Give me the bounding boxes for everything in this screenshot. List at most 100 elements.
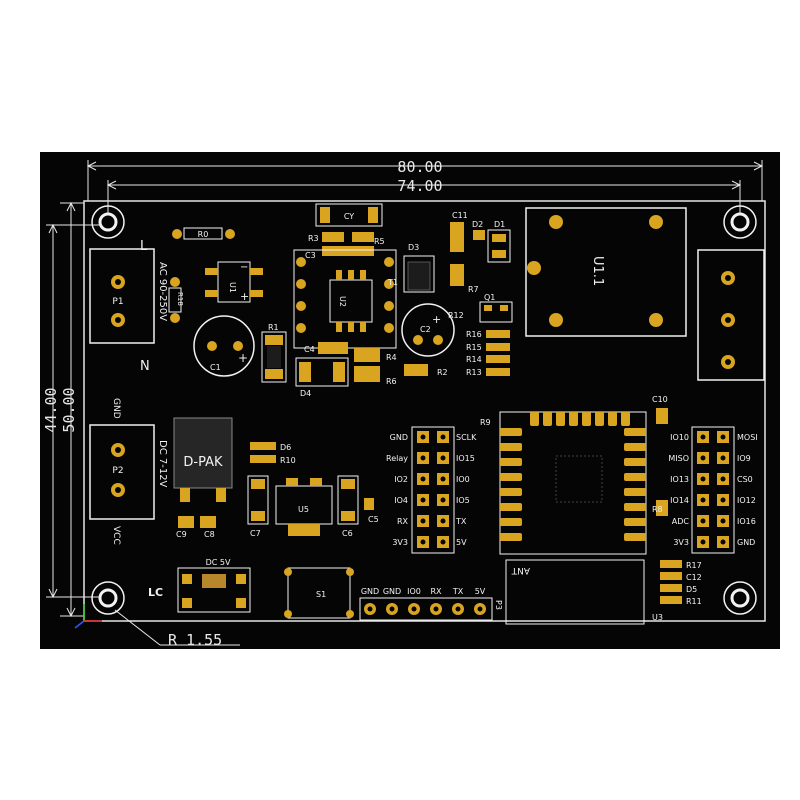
svg-text:+: + <box>432 313 441 326</box>
svg-text:R17: R17 <box>686 561 702 570</box>
svg-text:R16: R16 <box>466 330 482 339</box>
svg-text:R6: R6 <box>386 377 397 386</box>
svg-text:R13: R13 <box>466 368 482 377</box>
uart-pin-label: GND <box>361 587 379 596</box>
svg-text:+: + <box>238 351 248 365</box>
svg-text:R5: R5 <box>374 237 385 246</box>
header-left-pad-hole <box>420 539 426 545</box>
resistor-r10: R10 <box>250 455 296 465</box>
svg-text:R4: R4 <box>386 353 397 362</box>
header-right-pad-hole <box>700 497 706 503</box>
uart-pad-hole <box>389 606 395 612</box>
svg-text:R12: R12 <box>448 311 464 320</box>
label-dc-input: DC 7-12V <box>157 440 168 488</box>
module-pad <box>500 533 522 541</box>
spi-right-pin-label: CS0 <box>737 475 753 484</box>
dimension-lines <box>46 160 764 646</box>
label-lc: LC <box>148 586 163 599</box>
inductor-dc5v: DC 5V <box>177 558 251 613</box>
header-left-pad-hole <box>440 476 446 482</box>
capacitor-c10: C10 <box>652 395 668 424</box>
svg-text:D6: D6 <box>280 443 291 452</box>
module-pad <box>500 458 522 466</box>
svg-text:Q1: Q1 <box>484 293 495 302</box>
header-right-pad-hole <box>700 476 706 482</box>
module-pad <box>530 412 539 426</box>
wifi-module-footprint <box>499 411 647 555</box>
label-r9: R9 <box>480 418 491 427</box>
module-pad <box>624 488 646 496</box>
header-left-pad-hole <box>420 497 426 503</box>
resistor-r12: R12 <box>448 311 464 320</box>
module-pad <box>624 473 646 481</box>
label-vcc: VCC <box>111 526 121 545</box>
svg-text:R15: R15 <box>466 343 482 352</box>
uart-pin-label: IO0 <box>407 587 421 596</box>
resistor-r14: R14 <box>466 355 510 364</box>
header-mid-pin-label: SCLK <box>456 433 477 442</box>
label-n: N <box>140 359 150 374</box>
header-left-pad-hole <box>440 497 446 503</box>
resistor-r13: R13 <box>466 368 510 377</box>
diode-d5: D5 <box>660 584 697 594</box>
capacitor-cy: CY <box>315 203 383 227</box>
resistor-r4: R4 <box>354 348 397 362</box>
resistor-r18: R18 <box>168 277 184 323</box>
header-left-pad-hole <box>440 455 446 461</box>
capacitor-c12: C12 <box>660 572 702 582</box>
module-pad <box>624 503 646 511</box>
uart-pad-hole <box>477 606 483 612</box>
dimension-radius: R 1.55 <box>168 631 222 649</box>
resistor-r2: R2 <box>404 364 448 377</box>
spi-right-pin-label: IO12 <box>737 496 756 505</box>
module-pad <box>624 533 646 541</box>
header-left-pin-label: GND <box>390 433 408 442</box>
uart-pin-label: GND <box>383 587 401 596</box>
module-pad <box>608 412 617 426</box>
svg-text:R2: R2 <box>437 368 448 377</box>
module-pad <box>624 428 646 436</box>
svg-text:R1: R1 <box>268 323 279 332</box>
label-p2: P2 <box>112 466 123 476</box>
module-pad <box>624 518 646 526</box>
regulator-u5: U5 <box>275 478 333 536</box>
dimension-height-outer: 50.00 <box>60 387 78 432</box>
svg-text:U3: U3 <box>652 613 663 622</box>
uart-pad-hole <box>367 606 373 612</box>
module-pad <box>624 443 646 451</box>
spi-left-pin-label: IO14 <box>670 496 689 505</box>
resistor-r7: R7 <box>450 264 479 294</box>
svg-text:DC 5V: DC 5V <box>206 558 231 567</box>
module-pad <box>500 428 522 436</box>
svg-text:U2: U2 <box>338 296 347 307</box>
svg-text:R8: R8 <box>652 505 663 514</box>
svg-text:C7: C7 <box>250 529 261 538</box>
label-l: L <box>140 239 148 254</box>
header-left-pin-label: 3V3 <box>392 538 408 547</box>
capacitor-c2: C2 + <box>401 303 455 357</box>
module-pad <box>582 412 591 426</box>
capacitor-c4: C4 <box>304 342 348 354</box>
svg-text:−: − <box>240 262 248 273</box>
resistor-r15: R15 <box>466 343 510 352</box>
dimension-width-inner: 74.00 <box>397 177 442 195</box>
header-right-pad-hole <box>720 455 726 461</box>
uart-pad-hole <box>433 606 439 612</box>
capacitor-c11: C11 <box>450 211 468 252</box>
antenna-u3: ANT U3 <box>505 559 663 625</box>
header-mid-pin-label: 5V <box>456 538 467 547</box>
svg-text:C2: C2 <box>420 325 431 334</box>
header-right-pad-hole <box>720 497 726 503</box>
module-pad <box>500 503 522 511</box>
header-mid-pin-label: IO5 <box>456 496 470 505</box>
origin-marker <box>74 604 102 629</box>
header-right-pad-hole <box>700 518 706 524</box>
uart-pin-label: 5V <box>475 587 486 596</box>
header-left-pad-hole <box>420 434 426 440</box>
svg-text:R10: R10 <box>280 456 296 465</box>
diode-d6: D6 <box>250 442 291 452</box>
spi-right-pin-label: GND <box>737 538 755 547</box>
